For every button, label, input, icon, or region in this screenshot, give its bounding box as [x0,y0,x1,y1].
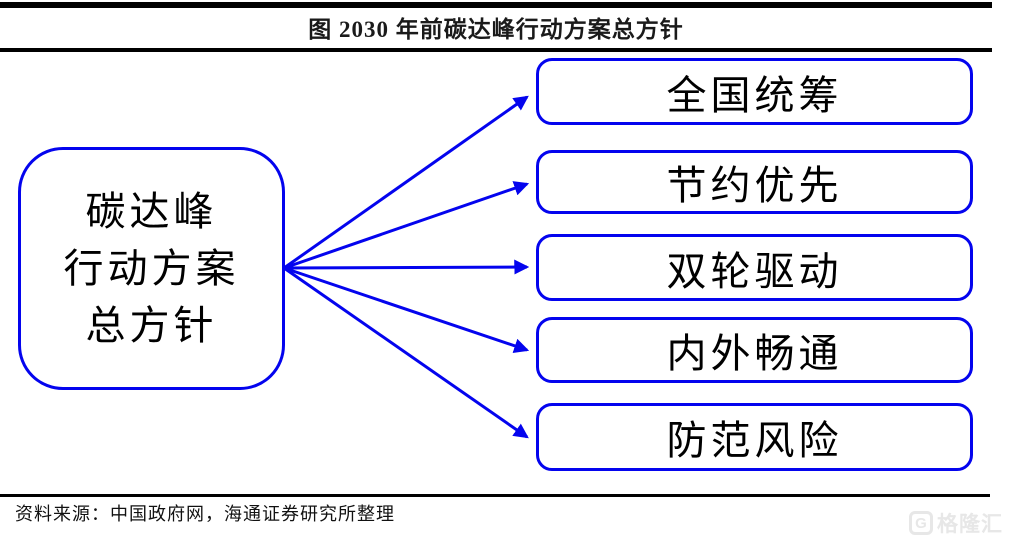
branch-label: 双轮驱动 [666,248,843,294]
branch-node: 双轮驱动 [536,234,973,301]
footer-rule [0,494,990,497]
branch-node: 内外畅通 [536,317,973,383]
brand-watermark-label: 格隆汇 [937,512,1003,536]
arrow-to-branch-3 [283,266,530,354]
root-node: 碳达峰 行动方案 总方针 [18,147,285,390]
brand-watermark: G 格隆汇 [909,508,1003,538]
root-node-label-line: 碳达峰 [85,189,218,234]
arrow-to-branch-0 [283,95,529,270]
branch-label: 节约优先 [666,163,843,208]
branch-label: 内外畅通 [666,331,843,376]
root-node-label-line: 总方针 [85,303,218,348]
arrow-to-branch-4 [283,266,529,439]
figure-title: 图 2030 年前碳达峰行动方案总方针 [308,17,684,42]
branch-node: 防范风险 [536,403,973,471]
branch-node: 节约优先 [536,150,973,214]
branch-node: 全国统筹 [536,58,973,125]
root-node-label-line: 行动方案 [63,246,240,291]
branch-label: 全国统筹 [666,72,843,118]
source-note: 资料来源：中国政府网，海通证券研究所整理 [15,504,395,524]
arrow-to-branch-2 [283,259,530,275]
gelonghui-logo-icon: G [909,511,933,535]
branch-label: 防范风险 [666,418,843,463]
title-underline-rule [0,48,992,52]
arrow-to-branch-1 [283,181,530,270]
top-rule [0,2,992,8]
